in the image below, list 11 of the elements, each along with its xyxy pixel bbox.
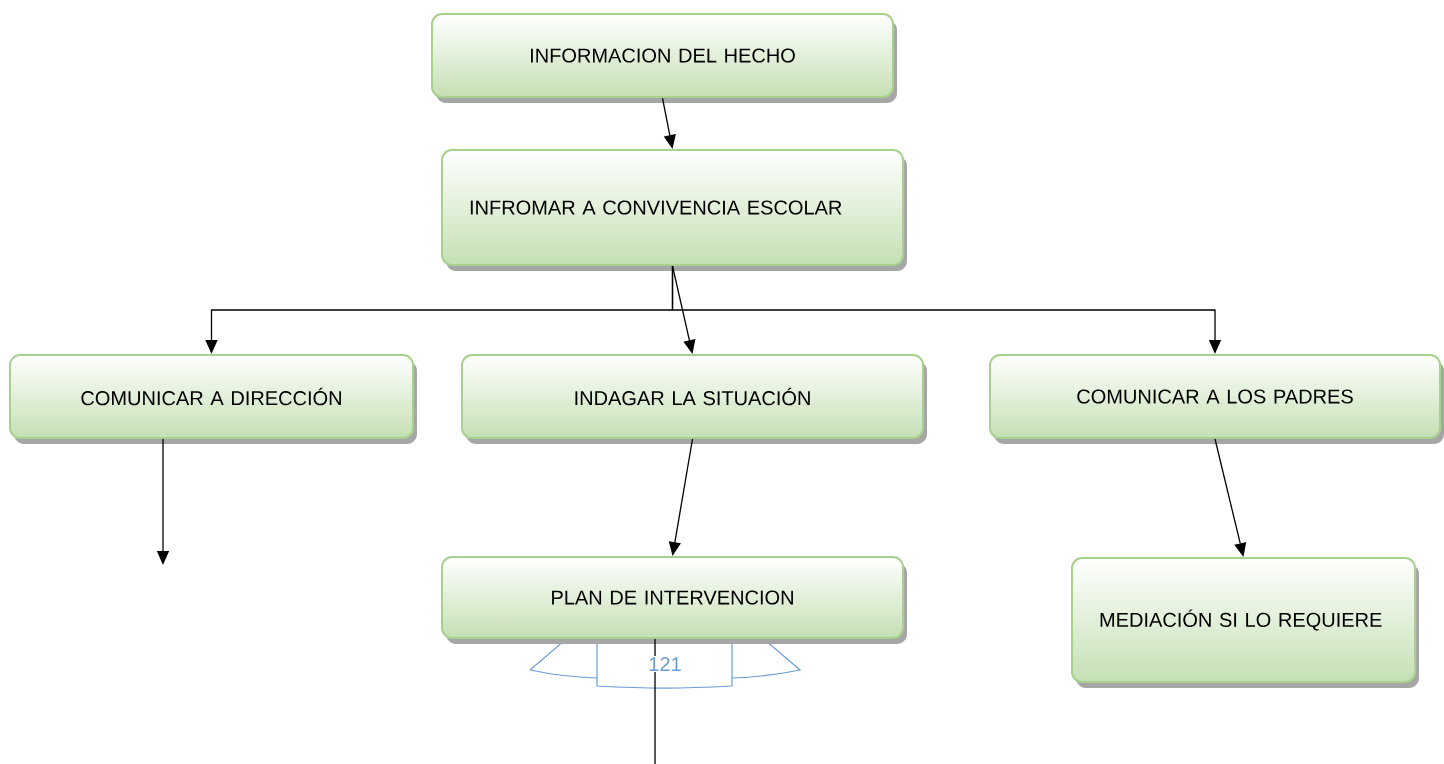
arrow (661, 97, 676, 149)
process-box: INFROMAR A CONVIVENCIA ESCOLAR (441, 149, 907, 271)
process-box: MEDIACIÓN SI LO REQUIERE (1071, 557, 1419, 688)
process-box: PLAN DE INTERVENCION (441, 556, 907, 644)
process-box: COMUNICAR A DIRECCIÓN (9, 354, 417, 444)
page-number: 121 (647, 656, 683, 672)
process-box: COMUNICAR A LOS PADRES (989, 354, 1444, 444)
arrow (671, 265, 696, 354)
arrow (1214, 438, 1247, 557)
process-box: INFORMACION DEL HECHO (431, 13, 897, 103)
process-box: INDAGAR LA SITUACIÓN (461, 354, 927, 444)
